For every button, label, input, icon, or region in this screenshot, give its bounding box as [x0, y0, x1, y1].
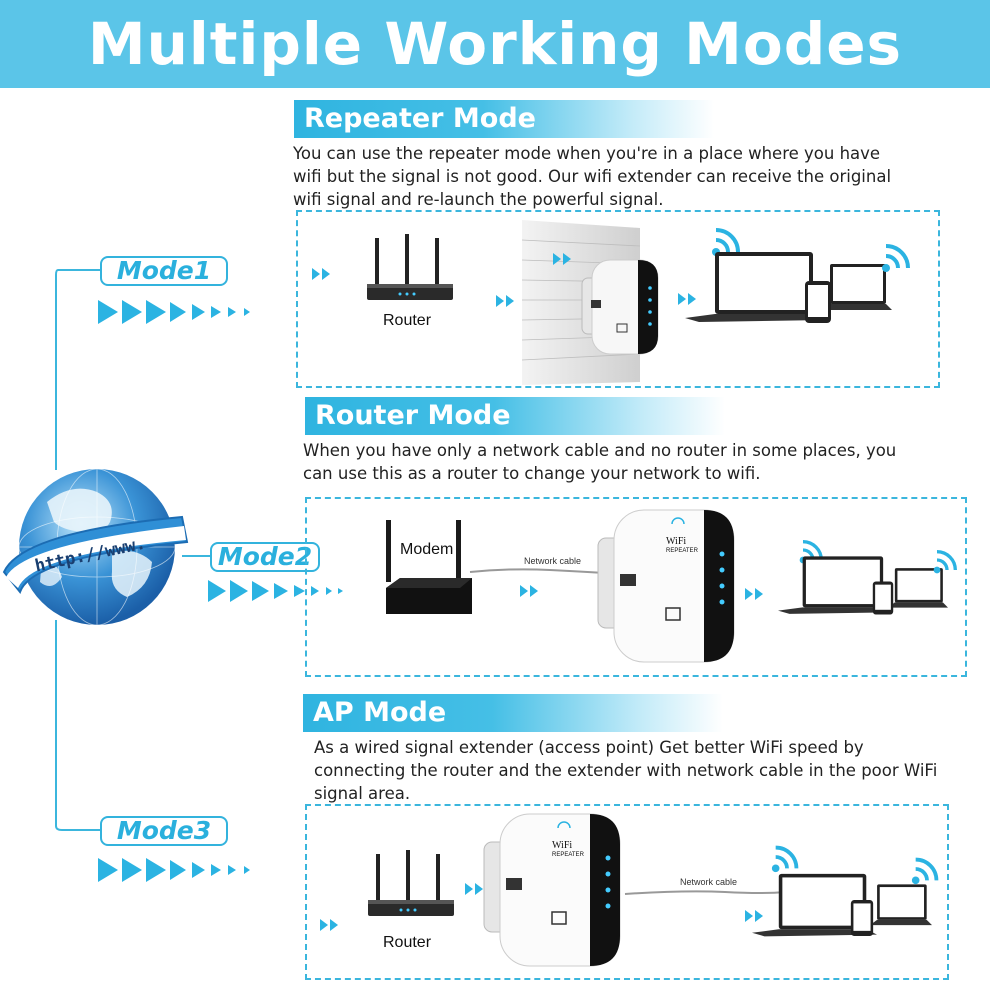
router-mode-header: Router Mode	[305, 397, 725, 435]
wifi-signal-icon	[911, 857, 939, 885]
laptop-icon	[822, 264, 892, 310]
ap-mode-description: As a wired signal extender (access point…	[314, 738, 938, 803]
extender-icon	[483, 813, 621, 967]
extender-sub: REPEATER	[552, 852, 584, 858]
phone-icon	[872, 581, 894, 615]
extender-brand: WiFi	[552, 840, 573, 851]
arrow-icon	[320, 919, 338, 931]
router-label: Router	[383, 934, 432, 951]
network-cable-label: Network cable	[680, 877, 738, 887]
router-icon	[368, 850, 454, 916]
modem-label: Modem	[400, 541, 454, 558]
arrow-icon	[496, 295, 514, 307]
arrow-icon	[745, 588, 763, 600]
arrow-icon	[745, 910, 763, 922]
ap-mode-diagram	[305, 804, 949, 980]
ap-mode-header: AP Mode	[303, 694, 723, 732]
globe-icon	[2, 468, 189, 626]
extender-icon	[581, 259, 659, 355]
wifi-signal-icon	[882, 244, 910, 272]
wifi-signal-icon	[771, 845, 799, 873]
phone-icon	[805, 281, 831, 323]
repeater-mode-description: You can use the repeater mode when you'r…	[293, 144, 892, 209]
extender-brand: WiFi	[666, 536, 687, 547]
arrow-icon	[553, 253, 571, 265]
repeater-mode-diagram	[296, 210, 940, 388]
arrow-icon	[520, 585, 538, 597]
router-icon	[367, 234, 453, 300]
router-mode-diagram	[305, 497, 967, 677]
phone-icon	[850, 900, 874, 936]
mode1-pill: Mode1	[100, 256, 228, 286]
network-cable-label: Network cable	[524, 556, 582, 566]
laptop-icon	[752, 873, 877, 937]
extender-icon	[597, 509, 735, 663]
router-label: Router	[383, 312, 432, 329]
modem-icon	[386, 520, 472, 614]
wifi-signal-icon	[933, 550, 957, 574]
mode2-arrow-icon	[208, 580, 343, 602]
extender-sub: REPEATER	[666, 548, 698, 554]
router-mode-description: When you have only a network cable and n…	[303, 441, 897, 483]
arrow-icon	[465, 883, 483, 895]
arrow-icon	[678, 293, 696, 305]
laptop-icon	[685, 252, 825, 322]
title-banner: Multiple Working Modes	[0, 0, 990, 88]
arrow-icon	[312, 268, 330, 280]
network-cable	[624, 890, 786, 895]
mode3-pill: Mode3	[100, 816, 228, 846]
mode2-pill: Mode2	[210, 542, 320, 572]
mode1-arrow-icon	[98, 300, 250, 324]
page-title: Multiple Working Modes	[87, 10, 903, 78]
repeater-mode-header: Repeater Mode	[294, 100, 714, 138]
laptop-icon	[778, 556, 893, 614]
mode3-arrow-icon	[98, 858, 250, 882]
laptop-icon	[888, 568, 948, 608]
laptop-icon	[870, 884, 932, 926]
